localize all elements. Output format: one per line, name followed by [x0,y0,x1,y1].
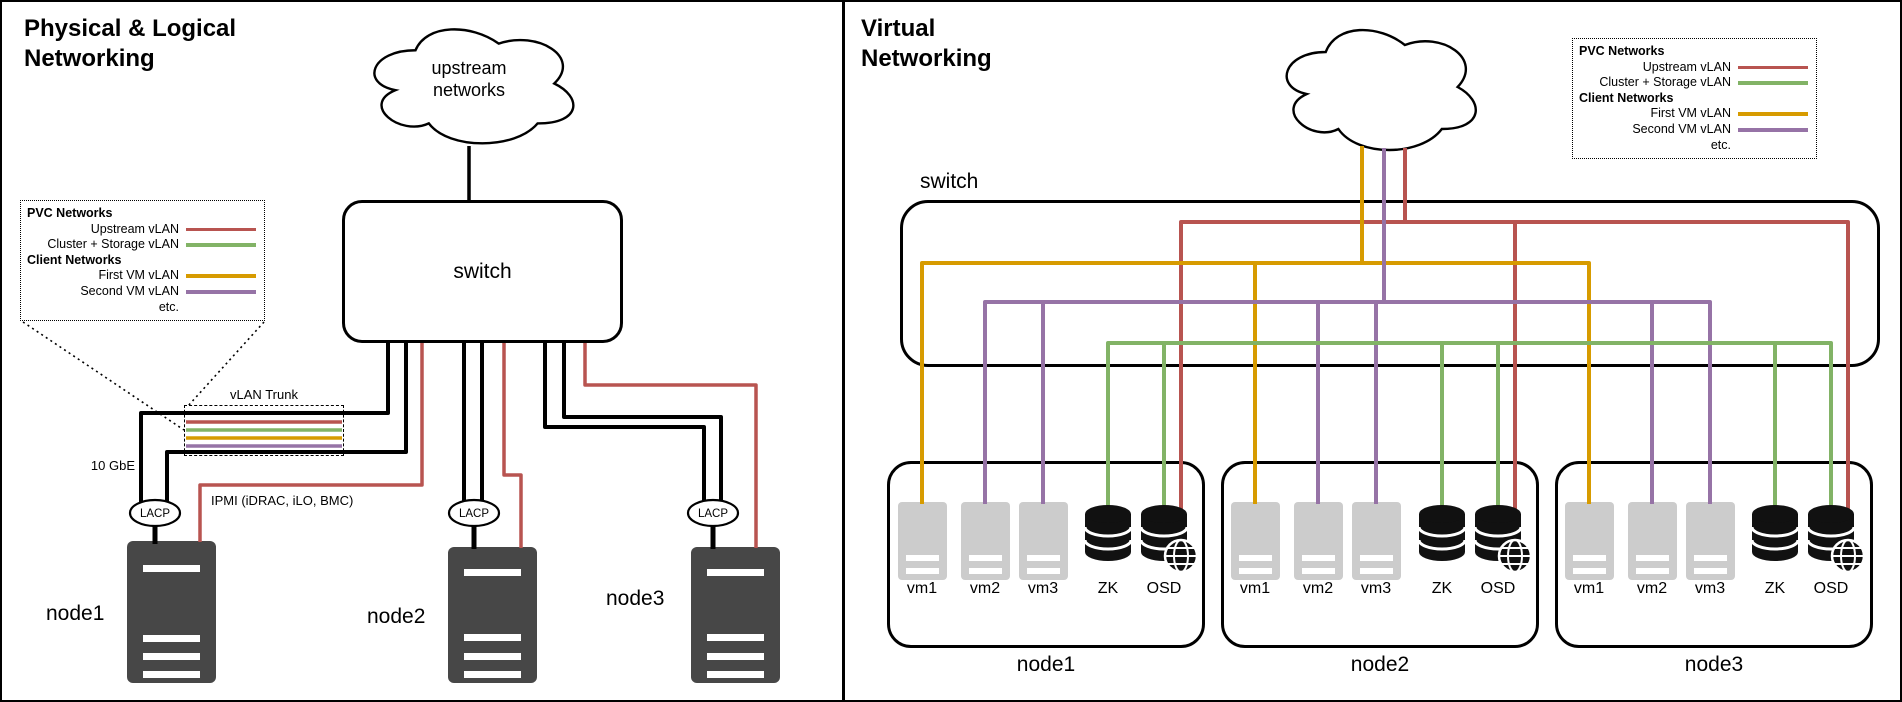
node3-osd-label: OSD [1813,580,1849,597]
vlan-trunk-box [184,405,344,456]
legend-label-etc: etc. [1710,137,1731,152]
legend-row-cluster: Cluster + Storage vLAN [1579,75,1808,91]
right-title-line1: Virtual [861,15,936,42]
second-vm-vlan-swatch [186,290,256,294]
node3-vm2-icon [1628,502,1677,580]
lacp-label-node2: LACP [459,508,489,520]
node1-zk-label: ZK [1097,580,1119,597]
node3-vm1-icon [1565,502,1614,580]
upstream-cloud-right [1287,30,1476,150]
second-vm-vlan-swatch [1738,128,1808,132]
legend-label-upstream: Upstream vLAN [1642,59,1731,74]
node3-vm3-label: vm3 [1694,580,1726,597]
link-speed-label: 10 GbE [90,458,135,473]
node3-zk-label: ZK [1764,580,1786,597]
legend-row-etc: etc. [1579,138,1808,154]
node3-server-icon [691,547,780,683]
legend-label-second-vm: Second VM vLAN [1632,121,1731,136]
node2-label-left: node2 [367,605,426,628]
first-vm-vlan-swatch [1738,112,1808,116]
node1-vm1-label: vm1 [906,580,938,597]
empty-swatch [186,306,256,310]
legend-label-first-vm: First VM vLAN [1650,106,1731,121]
cluster-vlan-swatch [186,243,256,247]
ipmi-label: IPMI (iDRAC, iLO, BMC) [211,493,354,508]
upstream-cloud-label: upstream networks [431,58,507,100]
node2-vm1-label: vm1 [1239,580,1271,597]
node2-vm1-icon [1231,502,1280,580]
node2-label-right: node2 [1350,653,1410,676]
legend-row-upstream: Upstream vLAN [1579,60,1808,76]
upstream-vlan-swatch [186,227,256,232]
lacp-label-node1: LACP [140,508,170,520]
legend-label-second-vm: Second VM vLAN [80,283,179,298]
cluster-vlan-swatch [1738,81,1808,85]
node2-zk-label: ZK [1431,580,1453,597]
legend-header-pvc: PVC Networks [1579,44,1665,58]
node2-vm3-icon [1352,502,1401,580]
lacp-bond-node1: LACP [128,498,182,528]
panel-divider [842,2,845,700]
legend-header-client: Client Networks [1579,90,1674,105]
legend-row-cluster: Cluster + Storage vLAN [27,237,256,253]
first-vm-vlan-swatch [186,274,256,278]
legend-label-cluster: Cluster + Storage vLAN [1599,75,1731,90]
node3-vm1-label: vm1 [1573,580,1605,597]
node2-server-icon [448,547,537,683]
legend-row-upstream: Upstream vLAN [27,222,256,238]
legend-left: PVC Networks Upstream vLAN Cluster + Sto… [20,200,265,321]
legend-row-second-vm: Second VM vLAN [27,284,256,300]
lacp-bond-node3: LACP [686,498,740,528]
node1-vm2-icon [961,502,1010,580]
vlan-trunk-label: vLAN Trunk [230,387,298,402]
node2-vm2-icon [1294,502,1343,580]
node2-vm3-label: vm3 [1360,580,1392,597]
node2-vm2-label: vm2 [1302,580,1334,597]
switch-box-left: switch [342,200,623,343]
node3-vm2-label: vm2 [1636,580,1668,597]
left-title-line1: Physical & Logical [24,15,237,42]
lacp-label-node3: LACP [698,508,728,520]
legend-label-upstream: Upstream vLAN [90,221,179,236]
legend-row-etc: etc. [27,300,256,316]
node3-label-left: node3 [606,587,665,610]
switch-label-right: switch [920,170,979,193]
legend-right: PVC Networks Upstream vLAN Cluster + Sto… [1572,38,1817,159]
legend-row-first-vm: First VM vLAN [1579,106,1808,122]
left-panel-title: Physical & Logical Networking [24,14,236,74]
switch-box-right [900,200,1880,367]
lacp-downlinks [152,518,716,549]
legend-row-first-vm: First VM vLAN [27,268,256,284]
node1-vm2-label: vm2 [969,580,1001,597]
lacp-bond-node2: LACP [447,498,501,528]
node1-label-left: node1 [46,602,105,625]
left-title-line2: Networking [24,45,155,72]
legend-header-client: Client Networks [27,252,122,267]
legend-label-first-vm: First VM vLAN [98,268,179,283]
node1-label-right: node1 [1016,653,1076,676]
right-panel-title: Virtual Networking [861,14,992,74]
switch-label-left: switch [453,259,512,283]
right-title-line2: Networking [861,45,992,72]
node3-label-right: node3 [1684,653,1744,676]
legend-header-pvc: PVC Networks [27,206,113,220]
node1-server-icon [127,541,216,683]
legend-callout-line-1 [22,321,185,431]
node1-vm3-label: vm3 [1027,580,1059,597]
legend-label-etc: etc. [158,299,179,314]
legend-label-cluster: Cluster + Storage vLAN [47,237,179,252]
node1-vm3-icon [1019,502,1068,580]
upstream-vlan-swatch [1738,65,1808,70]
node2-osd-label: OSD [1480,580,1516,597]
node1-vm1-icon [898,502,947,580]
node1-osd-label: OSD [1146,580,1182,597]
node3-vm3-icon [1686,502,1735,580]
empty-swatch [1738,144,1808,148]
legend-row-second-vm: Second VM vLAN [1579,122,1808,138]
